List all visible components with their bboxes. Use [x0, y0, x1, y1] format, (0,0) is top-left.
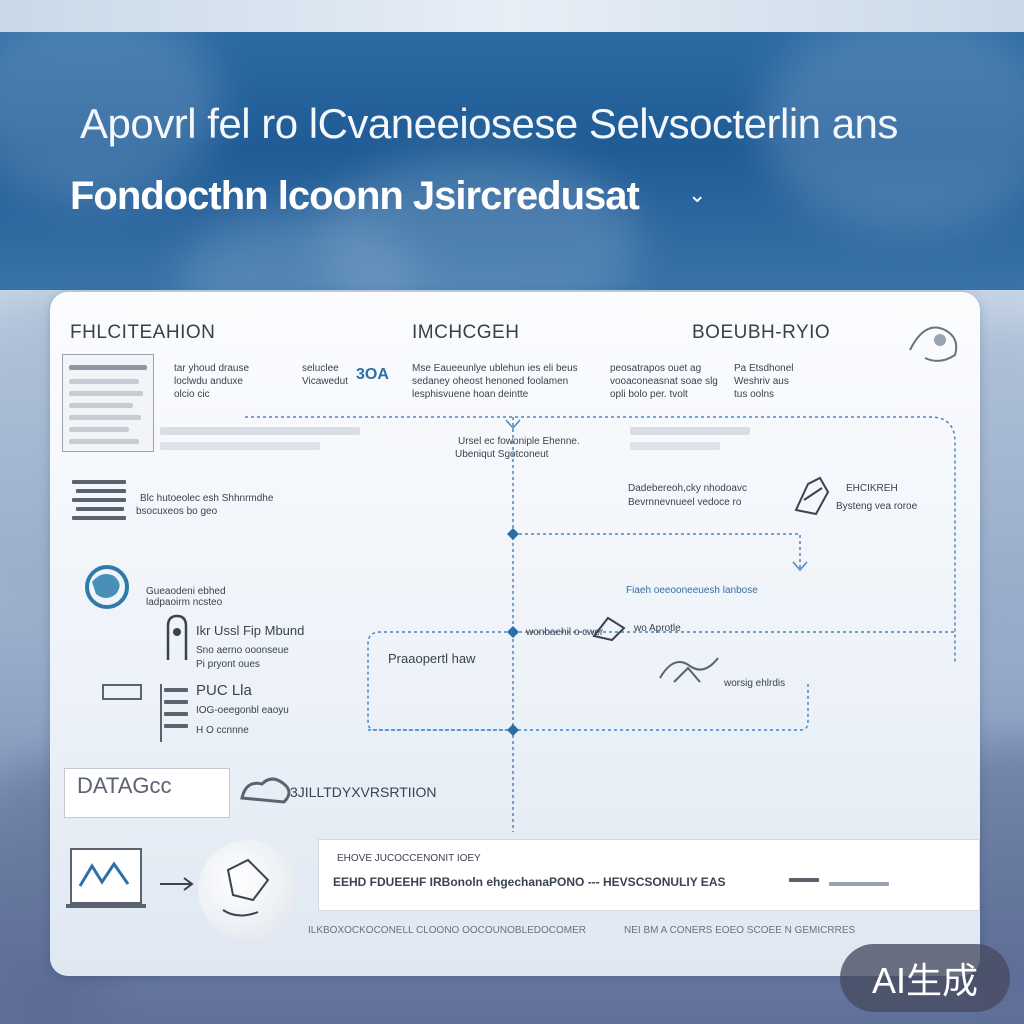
left-row-2-text-1: Gueaodeni ebhed [146, 586, 226, 597]
right-row-2-text: Fiaeh oeeooneeuesh lanbose [626, 585, 758, 596]
top-middle-right-3: opli bolo per. tvolt [610, 389, 688, 400]
footer-below-left: ILKBOXOCKOCONELL CLOONO OOCOUNOBLEDOCOME… [308, 925, 587, 936]
data-box-label: DATAGcc [77, 773, 172, 798]
left-row-2-text-2: ladpaoirm ncsteo [146, 597, 223, 608]
top-middle-text-3: lesphisvuene hoan deintte [412, 389, 529, 400]
left-row-3-text-2: Sno aerno ooonseue [196, 645, 289, 656]
placeholder-bar [160, 427, 360, 435]
sketch-tool-icon [592, 616, 626, 642]
footer-dash [789, 878, 819, 882]
bottom-left-label: 3JILLTDYXVRSRTIION [290, 784, 437, 800]
footer-header: EHOVE JUCOCCENONIT IOEY [337, 853, 481, 864]
top-label-2: Vicawedut [302, 376, 348, 387]
banner-title-line-1: Apovrl fel ro lCvaneeiosese Selvsocterli… [80, 100, 898, 147]
right-row-3-text: wonbaehil o cwer [526, 627, 604, 638]
right-row-1-text-1: Dadebereoh,cky nhodoavc [628, 483, 747, 494]
placeholder-bar [160, 442, 320, 450]
footer-below-right: NEI BM A CONERS EOEO SCOEE N GEMICRRES [624, 925, 856, 936]
top-middle-text-2: sedaney oheost henoned foolamen [412, 376, 569, 387]
top-left-text-3: olcio cic [174, 389, 210, 400]
top-middle-right-1: peosatrapos ouet ag [610, 363, 702, 374]
hand-sketch-icon [794, 476, 830, 516]
top-label-1: seluclee [302, 363, 339, 374]
top-left-text-2: loclwdu anduxe [174, 376, 243, 387]
list-icon [72, 478, 130, 524]
footer-dash [829, 882, 889, 886]
sketch-illustration-icon [909, 326, 958, 362]
center-note-1: Ursel ec fowoniple Ehenne. [458, 436, 580, 447]
left-row-1-text-2: bsocuxeos bo geo [136, 506, 218, 517]
right-row-4-text: worsig ehlrdis [724, 678, 786, 689]
top-strip [0, 0, 1024, 32]
arrow-sketch-icon [160, 877, 194, 891]
monitor-chart-icon [70, 848, 142, 904]
cloud-sketch-icon [240, 777, 291, 804]
diagram-card: FHLCITEAHION IMCHCGEH BOEUBH-RYIO tar yh… [50, 292, 980, 976]
globe-sketch-icon [198, 840, 298, 940]
left-row-1-text-1: Blc hutoeolec esh Shhnrmdhe [140, 493, 274, 504]
top-middle-text-1: Mse Eaueeunlye ublehun ies eli beus [412, 363, 578, 374]
middle-box-label: Praaopertl haw [388, 651, 476, 666]
left-row-3-text-3: Pi pryont oues [196, 659, 260, 670]
footer-line: EEHD FDUEEHF IRBonoln ehgechanaPONO --- … [333, 875, 726, 889]
right-row-3-label: wo Aprotle [634, 623, 681, 634]
left-row-4-text-2: IOG-oeegonbl eaoyu [196, 705, 289, 716]
diamond-node [507, 626, 519, 638]
top-right-text-1: Pa Etsdhonel [734, 363, 794, 374]
monitor-stand [66, 904, 146, 908]
chevron-down-icon: ⌄ [688, 182, 707, 207]
person-icon [166, 614, 188, 660]
column-heading-left: FHLCITEAHION [70, 322, 216, 343]
flow-connectors [245, 416, 956, 832]
diamond-node [507, 724, 519, 736]
top-middle-right-2: vooaconeasnat soae slg [610, 376, 718, 387]
top-left-text-1: tar yhoud drause [174, 363, 250, 374]
sketch-figure-icon [659, 657, 719, 683]
stack-icon [160, 684, 190, 742]
right-row-1-label-2: Bysteng vea roroe [836, 501, 918, 512]
document-thumbnail-icon [62, 354, 154, 452]
diamond-node [507, 528, 519, 540]
monitor-icon [102, 684, 142, 700]
ai-generated-badge: AI生成 [840, 944, 1010, 1012]
header-banner: Apovrl fel ro lCvaneeiosese Selvsocterli… [0, 32, 1024, 290]
column-heading-middle: IMCHCGEH [412, 322, 520, 343]
left-row-3-text-1: Ikr Ussl Fip Mbund [196, 623, 305, 638]
data-box: DATAGcc [64, 768, 230, 818]
center-note-2: Ubeniqut Sgotconeut [455, 449, 549, 460]
globe-icon [85, 565, 129, 609]
placeholder-bar [630, 442, 720, 450]
left-row-4-text-1: PUC Lla [196, 682, 252, 699]
top-right-text-3: tus oolns [734, 389, 775, 400]
right-row-1-text-2: Bevrnnevnueel vedoce ro [628, 497, 742, 508]
left-row-4-text-3: H O ccnnne [196, 725, 249, 736]
top-right-text-2: Weshriv aus [734, 376, 789, 387]
banner-title-line-2: Fondocthn lcoonn Jsircredusat [70, 174, 640, 218]
right-row-1-label-1: EHCIKREH [846, 483, 898, 494]
column-heading-right: BOEUBH-RYIO [692, 322, 831, 343]
top-middle-tag: 3OA [356, 366, 389, 383]
footer-panel: EHOVE JUCOCCENONIT IOEY EEHD FDUEEHF IRB… [318, 839, 980, 911]
placeholder-bar [630, 427, 750, 435]
